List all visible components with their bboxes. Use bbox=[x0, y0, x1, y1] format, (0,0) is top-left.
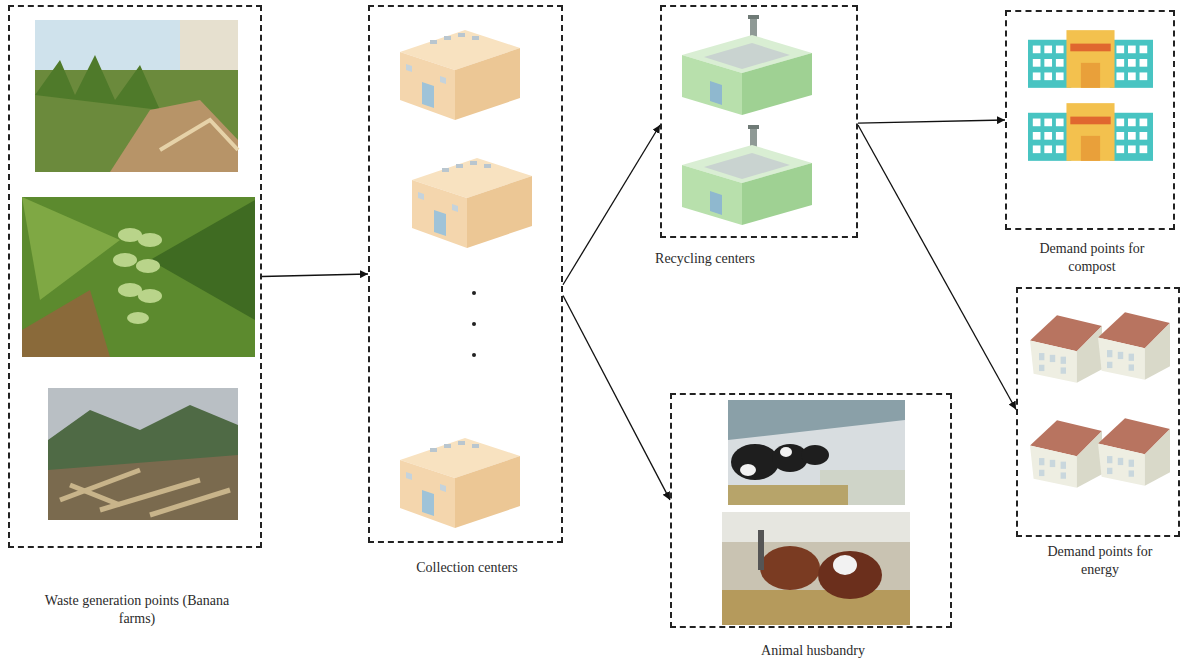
node-label: Demand points for energy bbox=[1048, 544, 1153, 577]
node-label: Demand points for compost bbox=[1040, 241, 1145, 274]
illustration-part bbox=[113, 253, 137, 267]
node-label: Waste generation points (Banana farms) bbox=[45, 593, 229, 626]
illustration-part bbox=[70, 485, 120, 505]
flow-arrow bbox=[262, 274, 368, 277]
collection-box: Collection centers bbox=[368, 5, 563, 543]
illustration-part bbox=[1028, 103, 1153, 161]
illustration-part bbox=[150, 490, 230, 515]
node-label: Collection centers bbox=[416, 560, 517, 575]
husbandry-box: Animal husbandry bbox=[670, 393, 952, 628]
illustration-part bbox=[113, 228, 162, 324]
illustration-part bbox=[758, 530, 764, 570]
illustration-part bbox=[35, 55, 160, 110]
illustration-part bbox=[760, 546, 820, 590]
illustration-part bbox=[472, 291, 476, 295]
node-caption: Recycling centers bbox=[602, 250, 808, 268]
illustration-part bbox=[472, 322, 476, 326]
flow-arrow bbox=[858, 120, 1005, 123]
illustration-part bbox=[722, 590, 910, 625]
illustration-part bbox=[682, 125, 812, 225]
illustration-part bbox=[682, 15, 812, 115]
compost-market-icons bbox=[1028, 30, 1153, 161]
illustration-part bbox=[138, 233, 162, 247]
illustration-part bbox=[48, 405, 238, 520]
node-caption: Animal husbandry bbox=[722, 642, 904, 660]
illustration-part bbox=[740, 447, 792, 476]
illustration-part bbox=[731, 444, 779, 480]
energy-demand-box: Demand points for energy bbox=[1016, 287, 1180, 537]
illustration-part bbox=[1028, 30, 1153, 88]
illustration-part bbox=[150, 200, 255, 320]
recycling-box: Recycling centers bbox=[660, 5, 858, 238]
node-label: Recycling centers bbox=[655, 251, 755, 266]
illustration-part bbox=[22, 290, 110, 357]
illustration-part bbox=[400, 30, 520, 120]
illustration-part bbox=[60, 470, 230, 515]
illustration-part bbox=[136, 259, 160, 273]
illustration-part bbox=[22, 197, 120, 300]
node-caption: Demand points for compost bbox=[1022, 240, 1162, 276]
illustration-part bbox=[722, 512, 910, 625]
node-label: Animal husbandry bbox=[761, 643, 865, 658]
collection-center-icons bbox=[400, 30, 532, 528]
illustration-part bbox=[728, 400, 905, 440]
illustration-part bbox=[127, 312, 149, 324]
illustration-part bbox=[412, 158, 532, 248]
illustration-part bbox=[1098, 312, 1170, 380]
compost-demand-box: Demand points for compost bbox=[1005, 10, 1175, 230]
illustration-part bbox=[722, 512, 910, 542]
illustration-part bbox=[1030, 420, 1102, 488]
illustration-part bbox=[35, 20, 238, 172]
flow-arrow bbox=[563, 125, 660, 285]
illustration-part bbox=[833, 555, 857, 575]
illustration-part bbox=[22, 197, 255, 357]
flow-arrow bbox=[858, 125, 1016, 410]
illustration-part bbox=[728, 485, 848, 505]
energy-house-icons bbox=[1030, 312, 1170, 488]
illustration-part bbox=[472, 353, 476, 357]
illustration-part bbox=[740, 464, 756, 476]
illustration-part bbox=[731, 444, 829, 480]
illustration-part bbox=[818, 551, 882, 599]
illustration-part bbox=[138, 289, 162, 303]
illustration-part bbox=[1098, 418, 1170, 486]
banana-photo bbox=[22, 20, 255, 520]
cattle-photos bbox=[722, 400, 910, 625]
illustration-part bbox=[400, 438, 520, 528]
node-caption: Collection centers bbox=[382, 559, 552, 577]
waste-generation-box: Waste generation points (Banana farms) bbox=[8, 5, 262, 548]
node-caption: Waste generation points (Banana farms) bbox=[37, 592, 237, 628]
illustration-part bbox=[1030, 315, 1102, 383]
node-caption: Demand points for energy bbox=[1032, 543, 1168, 579]
illustration-part bbox=[780, 447, 792, 457]
illustration-part bbox=[728, 400, 905, 505]
illustration-part bbox=[160, 120, 238, 150]
illustration-part bbox=[110, 100, 238, 172]
recycling-center-icons bbox=[682, 15, 812, 225]
illustration-part bbox=[48, 388, 238, 520]
illustration-part bbox=[801, 445, 829, 465]
illustration-part bbox=[48, 455, 238, 520]
flow-arrow bbox=[563, 296, 670, 500]
